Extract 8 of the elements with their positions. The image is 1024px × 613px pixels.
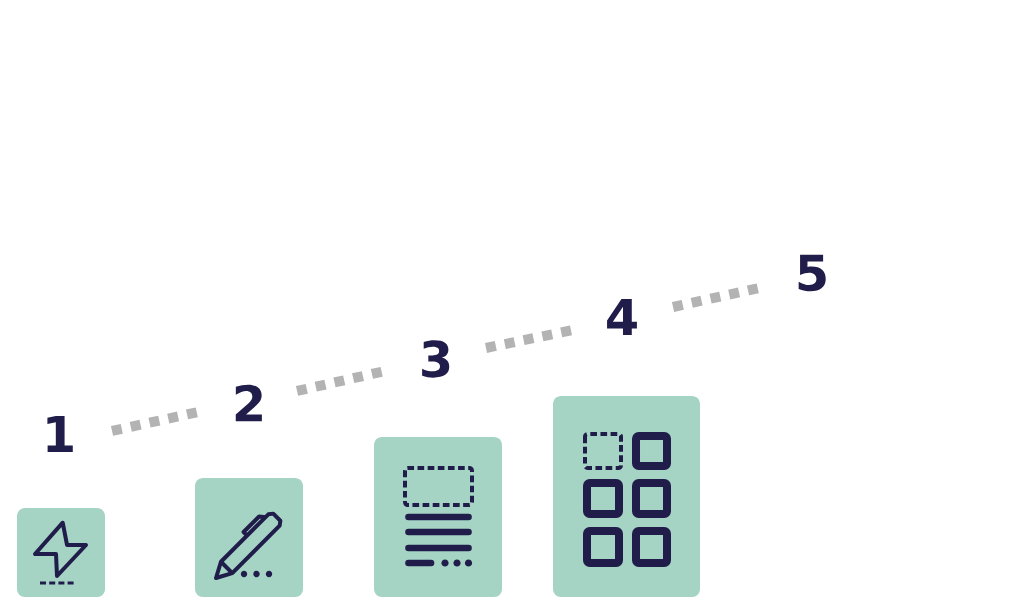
step-number: 3 bbox=[422, 340, 450, 378]
step-number: 2 bbox=[235, 384, 262, 422]
dotted-line bbox=[485, 325, 574, 353]
dotted-line bbox=[671, 283, 761, 312]
step-number: 1 bbox=[47, 416, 73, 452]
step-number: 4 bbox=[607, 299, 637, 335]
step-number: 5 bbox=[798, 254, 826, 292]
dotted-line bbox=[110, 407, 200, 436]
